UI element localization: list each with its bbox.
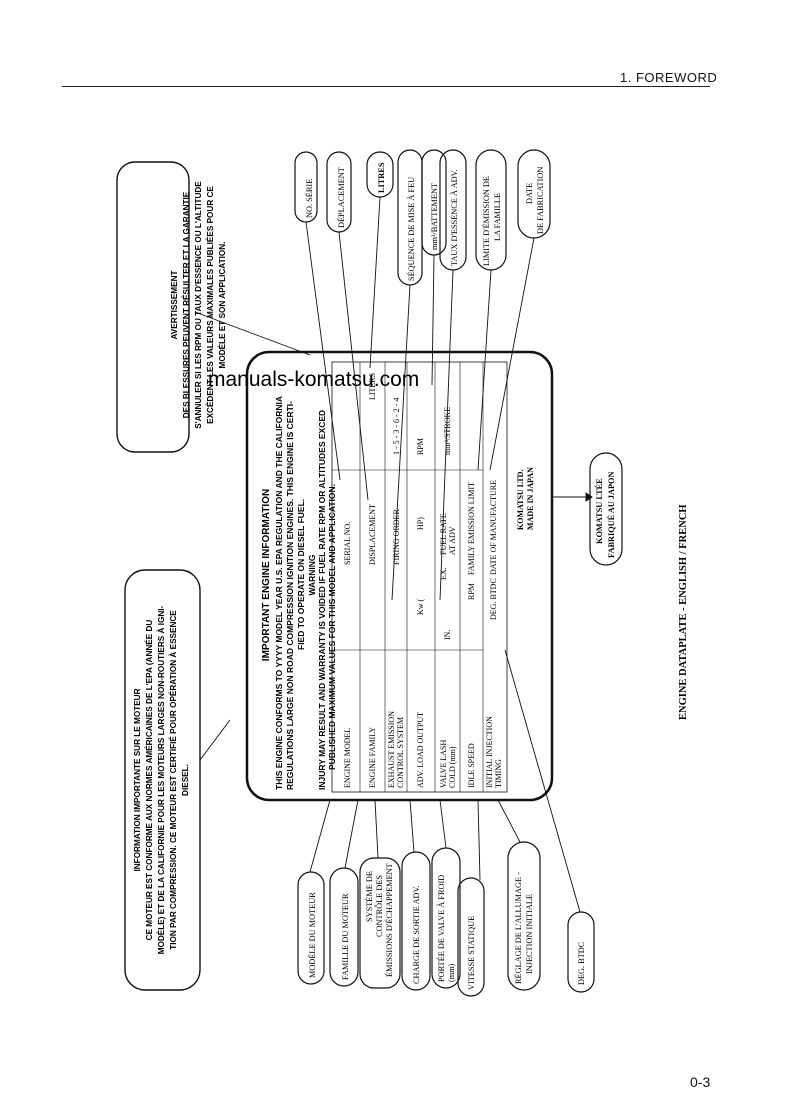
label-limite-1: LIMITE D'ÉMISSION DE [481,176,491,266]
label-systeme-2: CONTRÔLE DES [374,875,384,937]
header-rule [62,86,710,87]
watermark: manuals-komatsu.com [208,368,419,391]
label-portee-2: (mm) [447,963,456,982]
plate-outline [245,350,554,802]
plate-intro-1: THIS ENGINE CONFORMS TO YYYY MODEL YEAR … [274,396,284,790]
cell-displacement: DISPLACEMENT [368,504,377,565]
fr-warning-line-2: DES BLESSURES PEUVENT RÉSULTER ET LA GAR… [181,191,191,418]
label-date-1: DATE [525,183,534,204]
fr-info-line-4: TION PAR COMPRESSION. CE MOTEUR EST CERT… [168,610,178,950]
cell-kw: Kw ( [416,598,425,615]
plate-intro-3: FIED TO OPERATE ON DIESEL FUEL. [296,499,306,650]
cell-made-in-japan: MADE IN JAPAN [526,467,535,530]
label-battement: mm³/BATTEMENT [430,183,439,250]
cell-at-adv: AT ADV [448,526,457,555]
cell-in: IN. [443,630,452,640]
label-limite-2: LA FAMILLE [493,193,502,241]
fr-info-line-1: INFORMATION IMPORTANTE SUR LE MOTEUR [133,688,142,871]
fr-warning-line-5: MODÈLE ET SON APPLICATION. [217,242,227,369]
fr-warning-line-4: EXCÈDENT LES VALEURS MAXIMALES PUBLIÉES … [205,186,215,424]
label-date-2: DE FABRICATION [536,167,545,234]
label-no-serie: NO. SÉRIE [304,179,314,218]
plate-warning-title: WARNING [307,554,317,595]
cell-timing: TIMING [494,759,503,788]
label-sequence: SÉQUENCE DE MISE À FEU [406,177,416,281]
label-famille: FAMILLE DU MOTEUR [341,893,350,980]
fr-info-line-3: MODÈLE) ET DE LA CALIFORNIE POUR LES MOT… [156,605,166,954]
page-number: 0-3 [690,1074,711,1090]
komatsu-fr-2: FABRIQUÉ AU JAPON [606,471,616,558]
french-info-box [124,569,201,991]
french-warning-box [116,161,190,453]
cell-valve-lash: VALVE LASH [439,740,448,788]
cell-stroke: mm³/STROKE [443,407,452,455]
section-header: 1. FOREWORD [620,70,718,85]
cell-idle-speed: IDLE SPEED [467,743,476,788]
label-modele: MODÈLE DU MOTEUR [307,892,317,978]
fr-warning-line-1: AVERTISSEMENT [170,271,179,340]
cell-exhaust-1: EXHAUST EMISSION [387,711,396,788]
label-deg-btdc: DEG. BTDC [577,941,586,985]
fr-warning-line-3: S'ANNULER SI LES RPM OU TAUX D'ESSENCE O… [194,181,203,429]
label-deplacement: DÉPLACEMENT [336,167,346,228]
label-litres: LITRES [377,162,386,193]
komatsu-fr-box [589,452,623,566]
label-reglage-2: INJECTION INITIALE [525,894,534,974]
cell-firing-order: FIRING ORDER [392,509,401,565]
cell-fuel-rate: FUEL RATE [439,513,448,555]
label-reglage-1: RÉGLAGE DE L'ALLUMAGE - [513,872,523,984]
komatsu-fr-1: KOMATSU LTÉE [594,478,604,544]
cell-family-emission: FAMILY EMISSION LIMIT [467,482,476,575]
label-portee-1: PORTÉE DE VALVE À FROID [436,875,446,982]
label-taux: TAUX D'ESSENCE À ADV. [449,169,459,266]
figure-caption: ENGINE DATAPLATE - ENGLISH / FRENCH [678,504,689,720]
cell-hp: HP) [416,517,425,530]
cell-adv-load: ADV. LOAD OUTPUT [416,712,425,788]
fr-info-line-2: CE MOTEUR EST CONFORME AUX NORMES AMÉRIC… [144,620,154,941]
cell-date-mfg: DATE OF MANUFACTURE [489,480,498,575]
cell-initial-injection: INITIAL INJECTION [485,716,494,788]
plate-title: IMPORTANT ENGINE INFORMATION [261,489,272,661]
cell-liters: LITERS [368,373,377,400]
cell-ex: EX. [439,567,448,580]
plate-warning-1: INJURY MAY RESULT AND WARRANTY IS VOIDED… [317,410,327,790]
cell-cold-mm: COLD (mm) [448,746,457,788]
cell-rpm: RPM [416,438,425,455]
plate-warning-2: PUBLISHED MAXIMUM VALUES FOR THIS MODEL … [327,484,337,770]
cell-engine-model: ENGINE MODEL [343,728,352,788]
cell-exhaust-2: CONTROL SYSTEM [396,717,405,788]
cell-komatsu: KOMATSU LTD. [516,470,525,530]
cell-engine-family: ENGINE FAMILY [368,727,377,788]
plate-content: IMPORTANT ENGINE INFORMATION THIS ENGINE… [261,361,535,793]
leader-lines [194,196,593,913]
label-systeme-3: ÉMISSIONS D'ÉCHAPPEMENT [384,863,394,977]
cell-serial-no: SERIAL NO. [343,522,352,565]
fr-info-line-5: DIESEL. [181,764,190,796]
label-systeme-1: SYSTÈME DE [364,871,374,922]
label-vitesse: VITESSE STATIQUE [467,916,476,990]
plate-intro-2: REGULATIONS LARGE NON ROAD COMPRESSION I… [285,401,295,790]
cell-idle-rpm: RPM [467,583,476,600]
cell-firing-value: 1 - 5 - 3 - 6 - 2 - 4 [392,398,401,455]
cell-deg-btdc: DEG. BTDC [489,578,498,620]
label-charge: CHARGE DE SORTIE ADV. [412,886,421,984]
